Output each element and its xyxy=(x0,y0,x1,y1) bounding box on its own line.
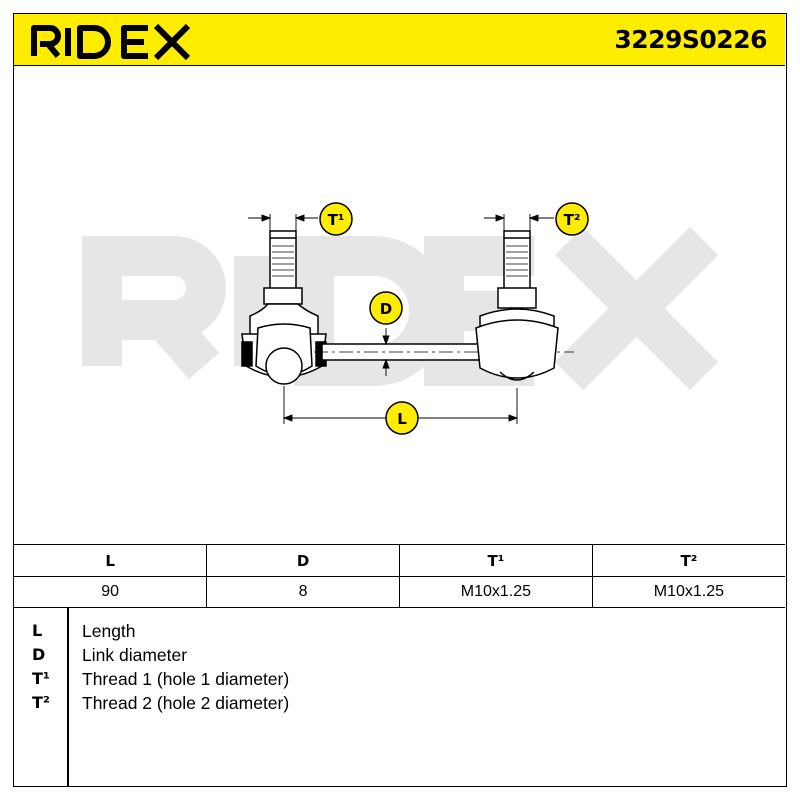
legend-item: D Link diameter xyxy=(14,643,785,667)
spec-sheet: 3229S0226 xyxy=(13,13,787,787)
callout-t2: T² xyxy=(555,202,589,236)
legend-item: T² Thread 2 (hole 2 diameter) xyxy=(14,691,785,715)
legend-symbol: D xyxy=(32,645,46,664)
spec-header-t1: T¹ xyxy=(399,544,593,577)
callout-t1: T¹ xyxy=(319,202,353,236)
ridex-logo xyxy=(31,23,191,60)
legend-symbol: T¹ xyxy=(32,669,50,688)
legend-text: Thread 1 (hole 1 diameter) xyxy=(82,669,290,689)
technical-drawing: T¹ T² D L xyxy=(14,66,785,544)
legend-divider xyxy=(67,607,69,787)
svg-text:T¹: T¹ xyxy=(328,211,345,229)
legend-item: L Length xyxy=(14,619,785,643)
header-bar: 3229S0226 xyxy=(14,14,785,66)
link-rod xyxy=(314,343,574,361)
legend-symbol: L xyxy=(32,621,43,640)
legend-symbol: T² xyxy=(32,693,50,712)
spec-header-d: D xyxy=(206,544,400,577)
left-ball-joint xyxy=(241,230,327,385)
spec-header-l: L xyxy=(14,544,207,577)
part-number: 3229S0226 xyxy=(614,25,767,54)
callout-l: L xyxy=(385,401,419,435)
spec-table: L D T¹ T² 90 8 M10x1.25 M10x1.25 xyxy=(14,544,785,608)
legend-item: T¹ Thread 1 (hole 1 diameter) xyxy=(14,667,785,691)
spec-header-t2: T² xyxy=(591,544,785,577)
spec-value-l: 90 xyxy=(14,576,207,608)
legend: L Length D Link diameter T¹ Thread 1 (ho… xyxy=(14,607,785,787)
spec-value-d: 8 xyxy=(206,576,400,608)
watermark-logo xyxy=(82,226,719,391)
svg-text:T²: T² xyxy=(564,211,581,229)
svg-text:D: D xyxy=(380,300,392,318)
legend-text: Thread 2 (hole 2 diameter) xyxy=(82,693,290,713)
spec-table-value-row: 90 8 M10x1.25 M10x1.25 xyxy=(14,576,785,608)
legend-text: Link diameter xyxy=(82,645,188,665)
callout-d: D xyxy=(369,291,403,325)
spec-value-t2: M10x1.25 xyxy=(591,576,785,608)
right-ball-joint xyxy=(475,230,559,381)
legend-text: Length xyxy=(82,621,136,641)
spec-value-t1: M10x1.25 xyxy=(399,576,593,608)
svg-text:L: L xyxy=(397,410,407,428)
spec-table-header-row: L D T¹ T² xyxy=(14,544,785,577)
